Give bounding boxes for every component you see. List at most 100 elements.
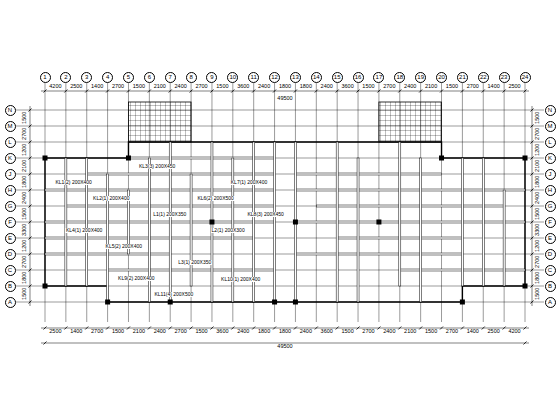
axis-label: E <box>548 235 552 241</box>
plan-line <box>315 90 318 93</box>
beam <box>190 174 192 286</box>
axis-bubble: D <box>545 249 556 260</box>
beam <box>316 205 504 207</box>
axis-bubble: H <box>545 185 556 196</box>
dimension: 2700 <box>535 256 541 268</box>
plan-line <box>29 253 32 256</box>
beam-label: L2(1) 200X300 <box>211 228 246 233</box>
plan-line <box>16 238 544 239</box>
beam-label: L1(1) 200X350 <box>152 212 187 217</box>
axis-label: F <box>8 219 12 225</box>
axis-label: 20 <box>438 74 445 80</box>
plan-line <box>29 221 32 224</box>
beam <box>399 142 401 286</box>
beam <box>45 221 275 223</box>
axis-label: 23 <box>501 74 508 80</box>
axis-label: 9 <box>210 74 213 80</box>
column <box>168 300 173 305</box>
beam <box>503 190 505 286</box>
beam-label: KL3(3) 200X450 <box>138 164 176 169</box>
beam-label: KL2(1) 200X400 <box>92 196 130 201</box>
dimension: 2500 <box>49 329 61 335</box>
dimension: 1500 <box>195 329 207 335</box>
dimension: 2400 <box>258 84 270 90</box>
dimension: 2100 <box>425 84 437 90</box>
dimension: 2700 <box>22 256 28 268</box>
axis-label: 22 <box>480 74 487 80</box>
column <box>126 156 131 161</box>
column <box>376 220 381 225</box>
axis-bubble: 16 <box>353 72 364 83</box>
plan-line <box>86 83 87 322</box>
dimension: 1500 <box>112 329 124 335</box>
plan-line <box>524 90 527 93</box>
plan-line <box>482 327 485 330</box>
axis-bubble: 13 <box>290 72 301 83</box>
plan-line <box>106 90 109 93</box>
column <box>293 220 298 225</box>
plan-line <box>16 174 544 175</box>
plan-line <box>65 83 66 322</box>
axis-bubble: M <box>545 121 556 132</box>
plan-line <box>231 327 234 330</box>
plan-line <box>377 90 380 93</box>
plan-line <box>503 327 506 330</box>
axis-label: B <box>548 283 552 289</box>
beam <box>128 102 191 142</box>
axis-bubble: 15 <box>332 72 343 83</box>
column <box>439 156 444 161</box>
plan-line <box>531 205 534 208</box>
plan-line <box>337 83 338 322</box>
column <box>523 156 528 161</box>
plan-line <box>210 327 213 330</box>
dimension: 1800 <box>300 84 312 90</box>
dimension: 2100 <box>404 329 416 335</box>
dimension: 3600 <box>237 84 249 90</box>
total-dimension: 49500 <box>276 344 293 350</box>
axis-label: K <box>548 155 552 161</box>
beam <box>45 189 275 191</box>
axis-bubble: 10 <box>227 72 238 83</box>
building-outline <box>45 142 525 302</box>
axis-label: L <box>8 139 11 145</box>
axis-label: 4 <box>106 74 109 80</box>
axis-bubble: 18 <box>394 72 405 83</box>
plan-line <box>531 253 534 256</box>
plan-line <box>531 141 534 144</box>
axis-bubble: 19 <box>415 72 426 83</box>
plan-line <box>64 327 67 330</box>
beam <box>482 158 484 286</box>
dimension: 1800 <box>22 176 28 188</box>
plan-line <box>532 106 533 306</box>
axis-label: 17 <box>376 74 383 80</box>
plan-line <box>29 269 32 272</box>
dimension: 1800 <box>258 329 270 335</box>
axis-label: A <box>548 299 552 305</box>
axis-label: 18 <box>396 74 403 80</box>
dimension: 1500 <box>425 329 437 335</box>
dimension: 1800 <box>535 176 541 188</box>
plan-line <box>531 189 534 192</box>
dimension: 1800 <box>279 84 291 90</box>
axis-bubble: A <box>5 297 16 308</box>
axis-bubble: D <box>5 249 16 260</box>
axis-label: 11 <box>251 74 257 80</box>
beam-label: KL1(2) 200X400 <box>54 180 92 185</box>
plan-line <box>85 90 88 93</box>
dimension: 1500 <box>535 112 541 124</box>
plan-line <box>531 301 534 304</box>
beam <box>86 158 88 286</box>
plan-line <box>16 190 544 191</box>
plan-line <box>358 83 359 322</box>
axis-label: H <box>548 187 552 193</box>
beam-label: KL7(1) 200X400 <box>230 180 268 185</box>
plan-line <box>462 83 463 322</box>
plan-line <box>294 90 297 93</box>
plan-line <box>504 83 505 322</box>
dimension: 1400 <box>467 329 479 335</box>
beam <box>461 158 463 286</box>
beam <box>336 142 338 302</box>
plan-line <box>211 83 212 322</box>
